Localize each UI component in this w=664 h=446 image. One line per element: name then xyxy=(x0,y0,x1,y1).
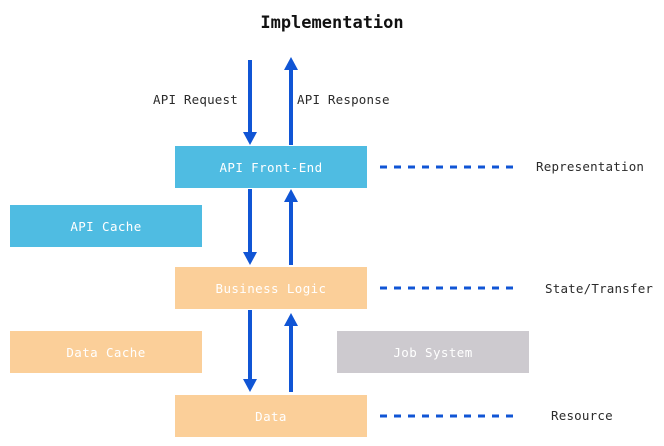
front-end-to-logic-arrow xyxy=(243,189,257,265)
api-request-arrow-head xyxy=(243,132,257,145)
node-data[interactable]: Data xyxy=(175,395,367,437)
node-business-logic[interactable]: Business Logic xyxy=(175,267,367,309)
side-label-representation: Representation xyxy=(536,159,645,174)
front-end-to-logic-arrow-head xyxy=(243,252,257,265)
side-label-resource: Resource xyxy=(551,408,613,423)
logic-to-front-end-arrow xyxy=(284,189,298,265)
node-label-data: Data xyxy=(255,408,287,424)
node-api-cache[interactable]: API Cache xyxy=(10,205,202,247)
node-label-business-logic: Business Logic xyxy=(215,280,327,296)
node-label-api-cache: API Cache xyxy=(70,218,142,234)
page-title: Implementation xyxy=(260,13,404,33)
node-data-cache[interactable]: Data Cache xyxy=(10,331,202,373)
logic-to-front-end-arrow-head xyxy=(284,189,298,202)
logic-to-data-arrow-head xyxy=(243,379,257,392)
edge-label-api-request: API Request xyxy=(153,92,238,107)
data-to-logic-arrow-head xyxy=(284,313,298,326)
node-label-api-front-end: API Front-End xyxy=(219,159,323,175)
data-to-logic-arrow xyxy=(284,313,298,392)
node-job-system[interactable]: Job System xyxy=(337,331,529,373)
node-label-job-system: Job System xyxy=(393,344,473,360)
logic-to-data-arrow xyxy=(243,310,257,392)
side-label-state-transfer: State/Transfer xyxy=(545,281,654,296)
node-api-front-end[interactable]: API Front-End xyxy=(175,146,367,188)
api-request-arrow xyxy=(243,60,257,145)
edge-label-api-response: API Response xyxy=(297,92,390,107)
node-label-data-cache: Data Cache xyxy=(66,344,146,360)
api-response-arrow xyxy=(284,57,298,145)
api-response-arrow-head xyxy=(284,57,298,70)
